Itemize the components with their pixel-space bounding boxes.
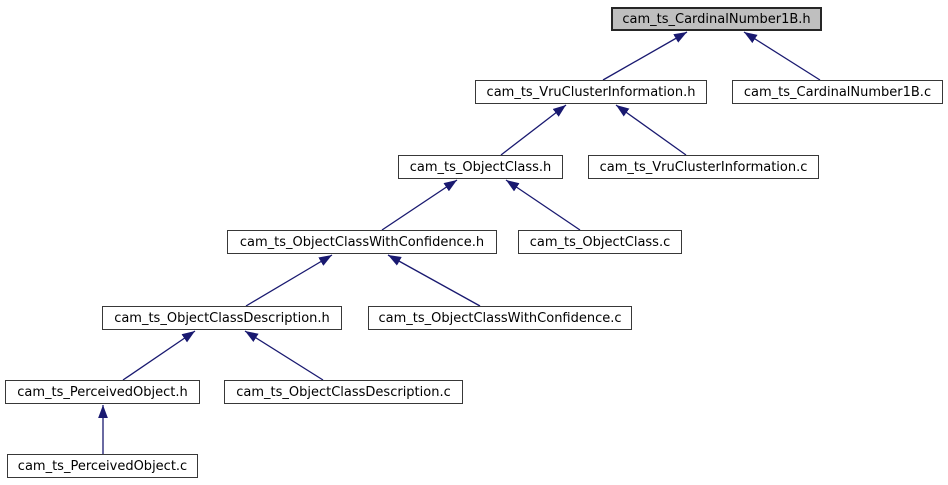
graph-node-label: cam_ts_CardinalNumber1B.h bbox=[622, 11, 811, 27]
graph-node-label: cam_ts_ObjectClassWithConfidence.h bbox=[239, 234, 485, 250]
graph-node-label: cam_ts_ObjectClassDescription.h bbox=[114, 310, 330, 326]
graph-node-cam-ts-objectclasswithconfidence-h[interactable]: cam_ts_ObjectClassWithConfidence.h bbox=[227, 230, 497, 254]
graph-node-cam-ts-objectclass-c[interactable]: cam_ts_ObjectClass.c bbox=[518, 230, 682, 254]
graph-node-label: cam_ts_ObjectClass.h bbox=[409, 159, 552, 175]
graph-node-label: cam_ts_ObjectClassWithConfidence.c bbox=[378, 310, 622, 326]
graph-node-cam-ts-objectclassdescription-c[interactable]: cam_ts_ObjectClassDescription.c bbox=[224, 380, 463, 404]
graph-node-cam-ts-vruclusterinformation-c[interactable]: cam_ts_VruClusterInformation.c bbox=[588, 155, 819, 179]
graph-node-cam-ts-vruclusterinformation-h[interactable]: cam_ts_VruClusterInformation.h bbox=[475, 80, 707, 104]
graph-node-cam-ts-cardinalnumber1b-c[interactable]: cam_ts_CardinalNumber1B.c bbox=[732, 80, 943, 104]
graph-node-label: cam_ts_VruClusterInformation.c bbox=[599, 159, 808, 175]
graph-node-label: cam_ts_ObjectClass.c bbox=[529, 234, 671, 250]
graph-node-cam-ts-perceivedobject-h[interactable]: cam_ts_PerceivedObject.h bbox=[5, 380, 200, 404]
graph-node-cam-ts-objectclass-h[interactable]: cam_ts_ObjectClass.h bbox=[398, 155, 563, 179]
graph-node-label: cam_ts_PerceivedObject.h bbox=[17, 384, 188, 400]
graph-node-label: cam_ts_ObjectClassDescription.c bbox=[236, 384, 451, 400]
graph-node-cam-ts-objectclassdescription-h[interactable]: cam_ts_ObjectClassDescription.h bbox=[102, 306, 342, 330]
graph-node-label: cam_ts_CardinalNumber1B.c bbox=[743, 84, 932, 100]
graph-node-label: cam_ts_VruClusterInformation.h bbox=[486, 84, 696, 100]
graph-node-cam-ts-cardinalnumber1b-h: cam_ts_CardinalNumber1B.h bbox=[611, 7, 822, 31]
graph-node-cam-ts-objectclasswithconfidence-c[interactable]: cam_ts_ObjectClassWithConfidence.c bbox=[368, 306, 632, 330]
graph-node-label: cam_ts_PerceivedObject.c bbox=[17, 458, 188, 474]
graph-node-cam-ts-perceivedobject-c[interactable]: cam_ts_PerceivedObject.c bbox=[7, 454, 198, 478]
